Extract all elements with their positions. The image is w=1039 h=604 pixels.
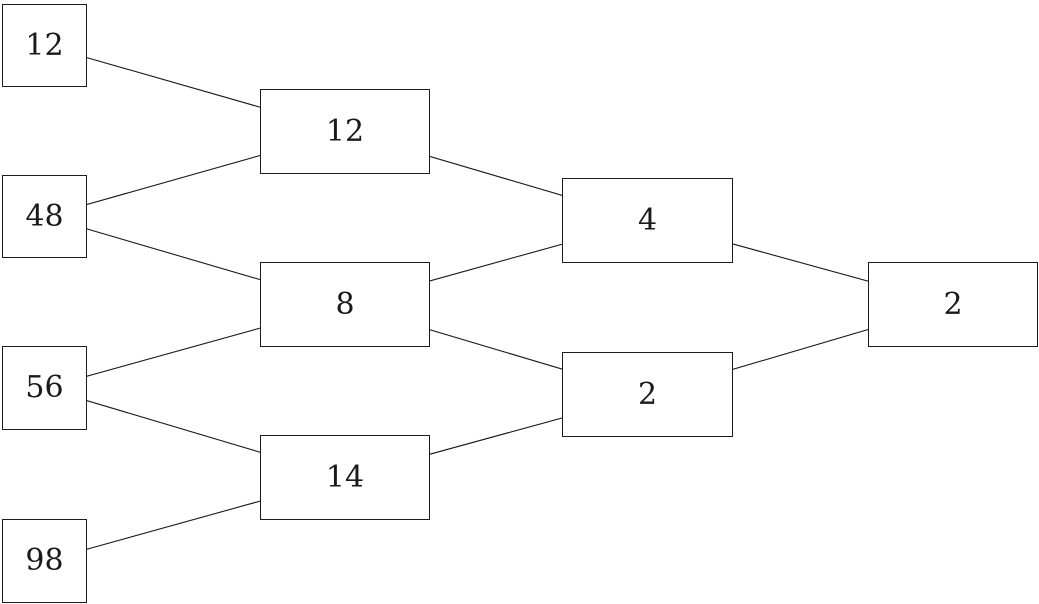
node-result-2: 2 — [868, 262, 1038, 347]
node-label: 12 — [325, 113, 365, 149]
node-label: 2 — [943, 286, 963, 322]
node-level3-4: 4 — [562, 178, 733, 263]
node-leaf-56: 56 — [2, 346, 87, 430]
node-level3-2: 2 — [562, 352, 733, 437]
node-leaf-48: 48 — [2, 175, 87, 258]
node-level2-8: 8 — [260, 262, 430, 347]
node-leaf-12: 12 — [2, 4, 87, 87]
node-leaf-98: 98 — [2, 519, 87, 603]
node-level2-12: 12 — [260, 89, 430, 174]
node-label: 98 — [25, 543, 64, 578]
node-label: 4 — [637, 202, 658, 238]
node-label: 56 — [25, 370, 64, 405]
node-label: 8 — [335, 286, 355, 322]
node-label: 2 — [637, 376, 658, 412]
node-label: 12 — [25, 27, 64, 63]
node-label: 14 — [325, 459, 365, 495]
node-label: 48 — [25, 198, 64, 234]
node-level2-14: 14 — [260, 435, 430, 520]
